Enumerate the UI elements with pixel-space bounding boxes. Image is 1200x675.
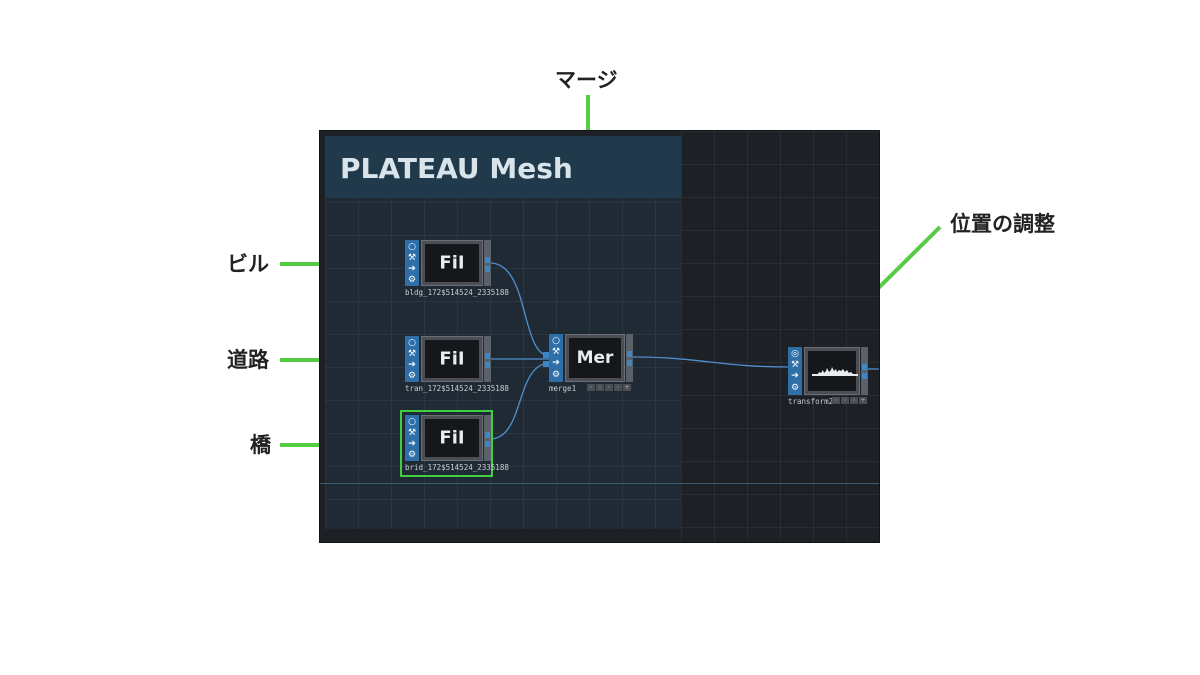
callout-road: 道路 xyxy=(227,348,269,372)
output-connector[interactable] xyxy=(861,347,868,395)
output-connector[interactable] xyxy=(484,240,491,286)
node-flag-strip[interactable]: ○ ⚒ ➔ ⚙ xyxy=(405,415,419,461)
wrench-icon[interactable]: ⚒ xyxy=(551,347,561,357)
gear-icon[interactable]: ⚙ xyxy=(551,370,561,380)
circle-icon[interactable]: ○ xyxy=(408,242,416,252)
node-name[interactable]: brid_172$514524_2335188 xyxy=(405,463,509,472)
node-name[interactable]: transform2 xyxy=(788,397,834,406)
output-port[interactable] xyxy=(862,373,867,379)
wires xyxy=(489,262,879,440)
input-port[interactable] xyxy=(543,361,549,367)
network-grid xyxy=(681,131,879,542)
output-port[interactable] xyxy=(862,364,867,370)
wrench-icon[interactable]: ⚒ xyxy=(790,360,800,370)
arrow-right-icon[interactable]: ➔ xyxy=(408,264,416,274)
node-flag-buttons[interactable]: ◦ ◦ ◦ ◦ + xyxy=(587,384,631,391)
node-viewer: FiI xyxy=(425,419,479,457)
node-body[interactable]: Mer xyxy=(565,334,625,382)
flag-button[interactable]: ◦ xyxy=(832,397,840,404)
gear-icon[interactable]: ⚙ xyxy=(790,383,800,393)
flag-button[interactable]: ◦ xyxy=(850,397,858,404)
gear-icon[interactable]: ⚙ xyxy=(407,450,417,460)
node-body[interactable]: FiI xyxy=(421,415,483,461)
circle-icon[interactable]: ◎ xyxy=(791,349,799,359)
gear-icon[interactable]: ⚙ xyxy=(407,275,417,285)
arrow-right-icon[interactable]: ➔ xyxy=(408,439,416,449)
node-name[interactable]: tran_172$514524_2335188 xyxy=(405,384,509,393)
callout-building: ビル xyxy=(227,252,269,276)
output-connector[interactable] xyxy=(484,415,491,461)
output-port[interactable] xyxy=(485,266,490,272)
gear-icon[interactable]: ⚙ xyxy=(407,371,417,381)
divider xyxy=(320,483,879,484)
wire-merge-to-transform xyxy=(631,356,789,368)
input-port[interactable] xyxy=(543,352,549,358)
add-icon[interactable]: + xyxy=(623,384,631,391)
flag-button[interactable]: ◦ xyxy=(596,384,604,391)
annotation-box[interactable]: PLATEAU Mesh xyxy=(325,136,681,529)
file-node-building[interactable]: ○ ⚒ ➔ ⚙ FiI bldg_172$514524_2335188 xyxy=(405,240,509,297)
arrow-right-icon[interactable]: ➔ xyxy=(791,371,799,381)
output-port[interactable] xyxy=(627,360,632,366)
node-label: FiI xyxy=(439,252,465,274)
node-flag-strip[interactable]: ◎ ⚒ ➔ ⚙ xyxy=(788,347,802,395)
node-viewer: FiI xyxy=(425,340,479,378)
transform-node[interactable]: ◎ ⚒ ➔ ⚙ transform2 ◦ ◦ ◦ + xyxy=(788,347,868,406)
node-label: Mer xyxy=(576,348,614,368)
node-flag-strip[interactable]: ○ ⚒ ➔ ⚙ xyxy=(405,336,419,382)
output-connector[interactable] xyxy=(626,334,633,382)
node-viewer: FiI xyxy=(425,244,479,282)
annotation-header[interactable]: PLATEAU Mesh xyxy=(325,136,681,198)
node-label: FiI xyxy=(439,348,465,370)
network-editor[interactable]: PLATEAU Mesh ○ ⚒ ➔ ⚙ FiI bldg_172$514524… xyxy=(319,130,880,543)
circle-icon[interactable]: ○ xyxy=(552,336,560,346)
node-body[interactable]: FiI xyxy=(421,336,483,382)
wrench-icon[interactable]: ⚒ xyxy=(407,428,417,438)
selection-outline xyxy=(400,410,493,477)
output-port[interactable] xyxy=(485,362,490,368)
circle-icon[interactable]: ○ xyxy=(408,417,416,427)
node-flag-buttons[interactable]: ◦ ◦ ◦ + xyxy=(832,397,867,404)
flag-button[interactable]: ◦ xyxy=(841,397,849,404)
add-icon[interactable]: + xyxy=(859,397,867,404)
merge-node[interactable]: ○ ⚒ ➔ ⚙ Mer merge1 ◦ ◦ ◦ ◦ + xyxy=(543,334,633,393)
arrow-right-icon[interactable]: ➔ xyxy=(408,360,416,370)
callout-merge: マージ xyxy=(555,68,618,92)
node-viewer xyxy=(808,351,858,391)
node-name[interactable]: bldg_172$514524_2335188 xyxy=(405,288,509,297)
wire-bldg-to-merge xyxy=(489,262,551,357)
output-port[interactable] xyxy=(485,257,490,263)
flag-button[interactable]: ◦ xyxy=(587,384,595,391)
wrench-icon[interactable]: ⚒ xyxy=(407,253,417,263)
mesh-preview xyxy=(812,367,858,376)
arrow-right-icon[interactable]: ➔ xyxy=(552,358,560,368)
node-viewer: Mer xyxy=(569,338,621,378)
node-flag-strip[interactable]: ○ ⚒ ➔ ⚙ xyxy=(549,334,563,382)
node-body[interactable] xyxy=(804,347,860,395)
wire-brid-to-merge xyxy=(489,362,551,440)
node-label: FiI xyxy=(439,427,465,449)
flag-button[interactable]: ◦ xyxy=(614,384,622,391)
node-flag-strip[interactable]: ○ ⚒ ➔ ⚙ xyxy=(405,240,419,286)
file-node-road[interactable]: ○ ⚒ ➔ ⚙ FiI tran_172$514524_2335188 xyxy=(405,336,509,393)
circle-icon[interactable]: ○ xyxy=(408,338,416,348)
flag-button[interactable]: ◦ xyxy=(605,384,613,391)
output-port[interactable] xyxy=(627,351,632,357)
output-port[interactable] xyxy=(485,441,490,447)
file-node-bridge[interactable]: ○ ⚒ ➔ ⚙ FiI brid_172$514524_2335188 xyxy=(405,415,509,472)
wrench-icon[interactable]: ⚒ xyxy=(407,349,417,359)
output-port[interactable] xyxy=(485,432,490,438)
annotation-title: PLATEAU Mesh xyxy=(340,152,573,185)
node-name[interactable]: merge1 xyxy=(549,384,577,393)
callout-transform: 位置の調整 xyxy=(950,212,1055,236)
output-connector[interactable] xyxy=(484,336,491,382)
node-body[interactable]: FiI xyxy=(421,240,483,286)
output-port[interactable] xyxy=(485,353,490,359)
callout-bridge: 橋 xyxy=(250,433,271,457)
